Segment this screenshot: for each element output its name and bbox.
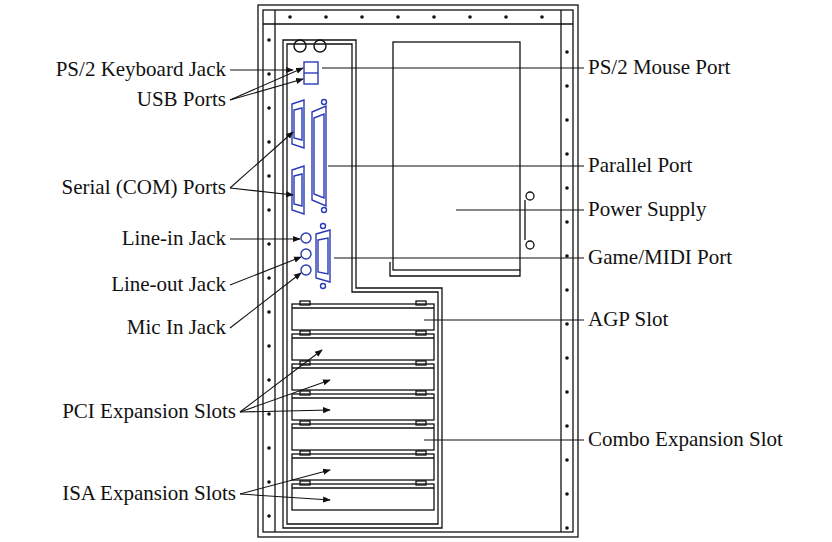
io-shield bbox=[283, 40, 442, 528]
part-label: Mic In Jack bbox=[127, 316, 226, 339]
part-label: USB Ports bbox=[137, 88, 226, 111]
part-label: Line-in Jack bbox=[122, 227, 226, 250]
part-label: Line-out Jack bbox=[111, 273, 226, 296]
part-label: Serial (COM) Ports bbox=[62, 176, 227, 199]
part-label: AGP Slot bbox=[588, 308, 668, 331]
part-label: PCI Expansion Slots bbox=[62, 400, 236, 423]
part-label: Game/MIDI Port bbox=[588, 246, 732, 269]
part-label: Parallel Port bbox=[588, 154, 692, 177]
power-supply bbox=[390, 42, 534, 276]
part-label: ISA Expansion Slots bbox=[62, 482, 236, 505]
leader-lines bbox=[230, 68, 584, 500]
part-label: Combo Expansion Slot bbox=[588, 428, 783, 451]
expansion-slots bbox=[292, 301, 434, 510]
part-label: PS/2 Keyboard Jack bbox=[56, 58, 226, 81]
part-label: PS/2 Mouse Port bbox=[588, 56, 730, 79]
chassis bbox=[258, 5, 578, 537]
chassis-holes bbox=[267, 15, 569, 530]
ports bbox=[292, 40, 330, 289]
part-label: Power Supply bbox=[588, 198, 706, 221]
